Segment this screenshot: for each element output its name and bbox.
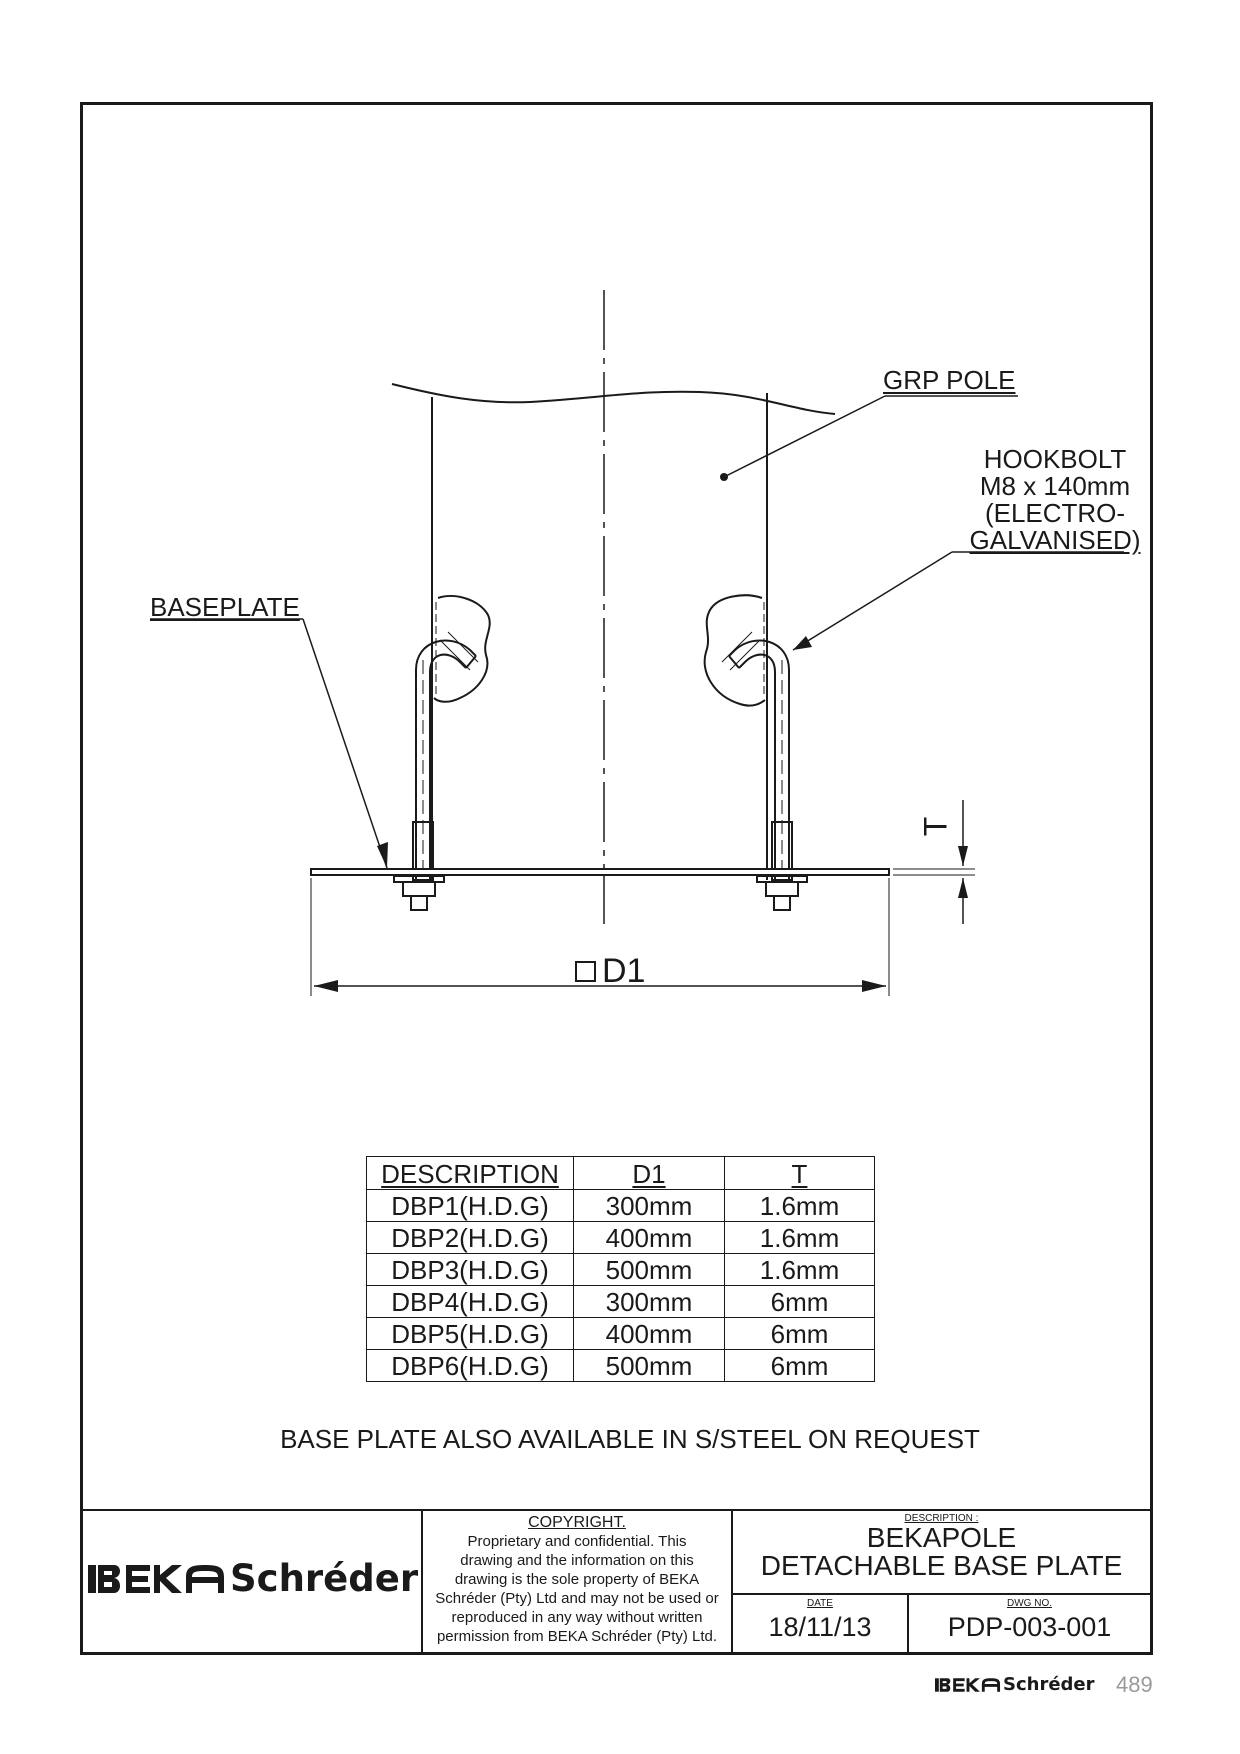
grp-pole-label: GRP POLE <box>883 365 1016 395</box>
d1-dimension-label: D1 <box>575 952 645 991</box>
beka-logo-icon <box>935 1677 1001 1692</box>
hookbolt-line-4: GALVANISED) <box>969 525 1141 555</box>
description-line-1: BEKAPOLE <box>866 1522 1017 1553</box>
table-row: DBP4(H.D.G) 300mm 6mm <box>366 1285 875 1318</box>
header-t: T <box>724 1156 875 1190</box>
hookbolt-line-2: M8 x 140mm <box>979 471 1131 501</box>
spec-table: DESCRIPTION D1 T DBP1(H.D.G) 300mm 1.6mm… <box>366 1156 875 1382</box>
cell-description: DBP4(H.D.G) <box>366 1285 574 1318</box>
table-row: DBP5(H.D.G) 400mm 6mm <box>366 1317 875 1350</box>
copyright-cell: COPYRIGHT. Proprietary and confidential.… <box>423 1511 733 1655</box>
drawing-number-cell: DWG NO. PDP-003-001 <box>909 1595 1150 1655</box>
hookbolt-label: HOOKBOLT M8 x 140mm (ELECTRO- GALVANISED… <box>950 446 1160 554</box>
copyright-line: Proprietary and confidential. This <box>467 1533 687 1550</box>
hookbolt-line-1: HOOKBOLT <box>983 444 1127 474</box>
cell-description: DBP2(H.D.G) <box>366 1221 574 1254</box>
cell-t: 1.6mm <box>724 1253 875 1286</box>
cell-description: DBP5(H.D.G) <box>366 1317 574 1350</box>
cell-description: DBP3(H.D.G) <box>366 1253 574 1286</box>
spec-table-header: DESCRIPTION D1 T <box>366 1156 875 1190</box>
table-row: DBP2(H.D.G) 400mm 1.6mm <box>366 1221 875 1254</box>
cell-description: DBP1(H.D.G) <box>366 1189 574 1222</box>
copyright-line: drawing is the sole property of BEKA <box>454 1571 700 1588</box>
cell-t: 1.6mm <box>724 1221 875 1254</box>
cell-d1: 500mm <box>573 1253 725 1286</box>
cell-d1: 300mm <box>573 1285 725 1318</box>
title-block: Schréder COPYRIGHT. Proprietary and conf… <box>80 1509 1153 1655</box>
table-row: DBP1(H.D.G) 300mm 1.6mm <box>366 1189 875 1222</box>
cell-d1: 300mm <box>573 1189 725 1222</box>
description-label: DESCRIPTION : <box>904 1513 979 1524</box>
cell-t: 6mm <box>724 1317 875 1350</box>
t-dimension-label: T <box>917 816 954 837</box>
copyright-heading: COPYRIGHT. <box>528 1514 626 1531</box>
description-cell: DESCRIPTION : BEKAPOLE DETACHABLE BASE P… <box>733 1511 1150 1595</box>
cell-description: DBP6(H.D.G) <box>366 1349 574 1382</box>
drawing-number-value: PDP-003-001 <box>947 1612 1112 1642</box>
beka-schreder-logo: Schréder <box>88 1557 418 1600</box>
material-note: BASE PLATE ALSO AVAILABLE IN S/STEEL ON … <box>280 1424 980 1454</box>
copyright-line: permission from BEKA Schréder (Pty) Ltd. <box>436 1628 718 1645</box>
cell-d1: 400mm <box>573 1221 725 1254</box>
copyright-line: reproduced in any way without written <box>451 1609 703 1626</box>
baseplate-label: BASEPLATE <box>150 592 300 622</box>
page-number: 489 <box>1116 1672 1153 1697</box>
drawing-frame <box>80 102 1153 1655</box>
cell-d1: 400mm <box>573 1317 725 1350</box>
d1-text: D1 <box>602 952 646 990</box>
cell-d1: 500mm <box>573 1349 725 1382</box>
title-block-logo-cell: Schréder <box>80 1511 423 1655</box>
brand-name: Schréder <box>230 1557 419 1600</box>
beka-logo-icon <box>88 1564 224 1593</box>
footer-brand-name: Schréder <box>1003 1674 1095 1695</box>
table-row: DBP3(H.D.G) 500mm 1.6mm <box>366 1253 875 1286</box>
date-value: 18/11/13 <box>768 1612 872 1642</box>
table-row: DBP6(H.D.G) 500mm 6mm <box>366 1349 875 1382</box>
cell-t: 6mm <box>724 1349 875 1382</box>
cell-t: 1.6mm <box>724 1189 875 1222</box>
date-cell: DATE 18/11/13 <box>733 1595 909 1655</box>
description-line-2: DETACHABLE BASE PLATE <box>760 1550 1123 1581</box>
hookbolt-line-3: (ELECTRO- <box>984 498 1126 528</box>
cell-t: 6mm <box>724 1285 875 1318</box>
drawing-number-label: DWG NO. <box>1007 1598 1052 1609</box>
header-d1: D1 <box>573 1156 725 1190</box>
copyright-line: Schréder (Pty) Ltd and may not be used o… <box>435 1590 719 1607</box>
copyright-line: drawing and the information on this <box>460 1552 694 1569</box>
footer-logo: Schréder <box>935 1674 1095 1695</box>
date-label: DATE <box>807 1598 833 1609</box>
square-symbol-icon <box>575 961 596 982</box>
header-description: DESCRIPTION <box>366 1156 574 1190</box>
